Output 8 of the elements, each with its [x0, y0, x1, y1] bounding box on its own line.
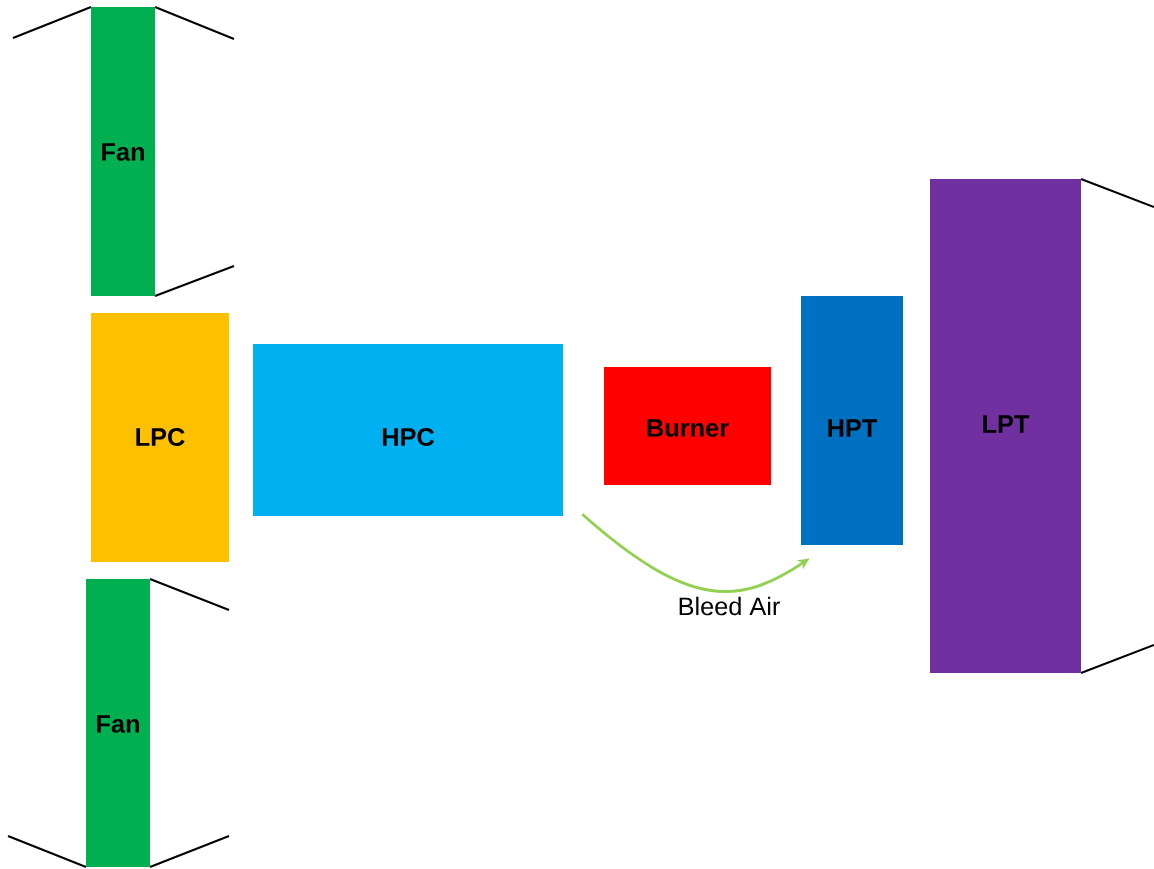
- component-block: LPC: [91, 313, 229, 562]
- component-block: Burner: [604, 367, 771, 485]
- edge-label: Bleed Air: [676, 595, 782, 617]
- component-block: HPC: [253, 344, 563, 516]
- component-block: Fan: [86, 579, 150, 867]
- component-block: LPT: [930, 179, 1081, 673]
- component-block: Fan: [91, 7, 155, 296]
- component-block: HPT: [801, 296, 903, 545]
